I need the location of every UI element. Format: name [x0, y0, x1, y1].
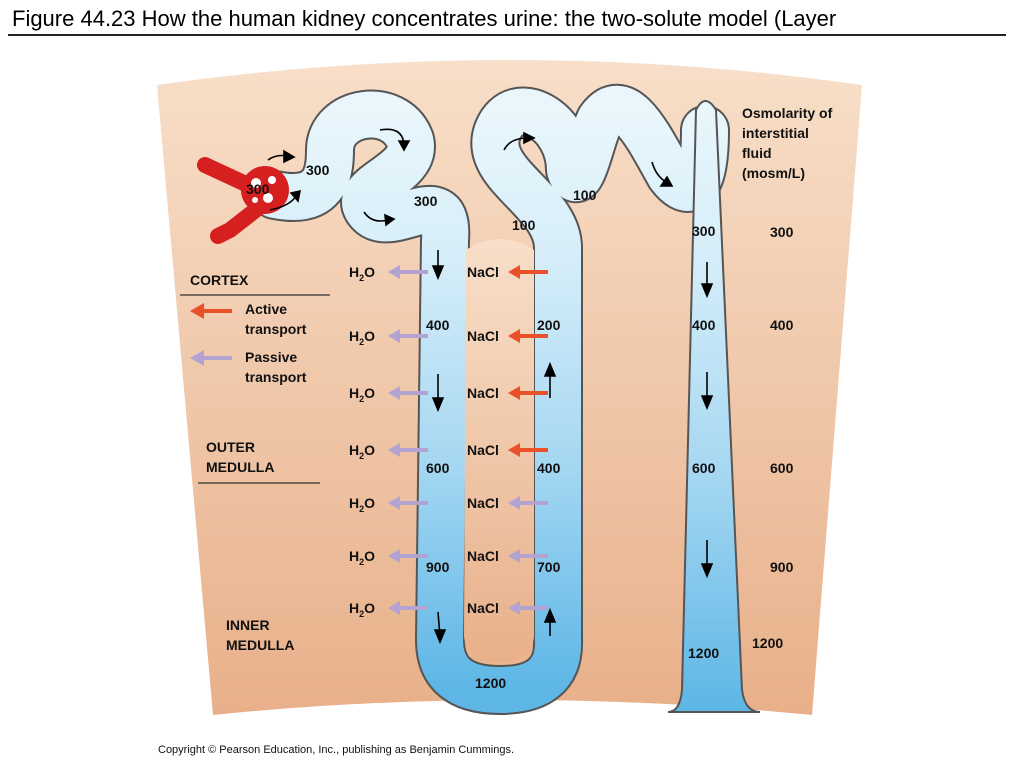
- nacl-label: NaCl: [467, 600, 499, 616]
- interstitial-600: 600: [770, 460, 794, 476]
- water-label: H2O: [349, 495, 375, 514]
- interstitial-400: 400: [770, 317, 794, 333]
- legend-passive-1: Passive: [245, 349, 297, 365]
- water-exit-rows: H2O H2O H2O H2O H2O H2O H2O: [349, 264, 428, 619]
- inner-medulla-label-1: INNER: [226, 617, 270, 633]
- collecting-duct: [667, 100, 761, 713]
- nacl-label: NaCl: [467, 548, 499, 564]
- figure-title: Figure 44.23 How the human kidney concen…: [12, 6, 837, 31]
- passive-arrowhead-icon: [388, 443, 400, 457]
- water-label: H2O: [349, 548, 375, 567]
- cortex-label: CORTEX: [190, 272, 249, 288]
- ascending-200-value: 200: [537, 317, 561, 333]
- nacl-label: NaCl: [467, 328, 499, 344]
- active-arrowhead-icon: [508, 265, 520, 279]
- copyright-notice: Copyright © Pearson Education, Inc., pub…: [158, 744, 515, 756]
- duct-600-value: 600: [692, 460, 716, 476]
- water-label: H2O: [349, 600, 375, 619]
- passive-arrowhead-icon: [508, 549, 520, 563]
- water-label: H2O: [349, 328, 375, 347]
- nephron-tubule: [250, 84, 730, 715]
- duct-300-value: 300: [692, 223, 716, 239]
- active-arrow-icon: [190, 303, 204, 319]
- flow-arrows: [267, 128, 714, 645]
- proximal-value: 300: [306, 162, 330, 178]
- passive-arrowhead-icon: [508, 496, 520, 510]
- loop-start-value: 300: [414, 193, 438, 209]
- descending-600-value: 600: [426, 460, 450, 476]
- header-line-2: interstitial: [742, 125, 809, 141]
- ascending-100-value: 100: [512, 217, 536, 233]
- active-arrowhead-icon: [508, 443, 520, 457]
- glomerulus-value: 300: [246, 181, 270, 197]
- interstitial-300: 300: [770, 224, 794, 240]
- active-arrowhead-icon: [508, 386, 520, 400]
- nacl-label: NaCl: [467, 495, 499, 511]
- outer-medulla-label-1: OUTER: [206, 439, 255, 455]
- passive-arrow-icon: [190, 350, 204, 366]
- glomerulus: [197, 157, 289, 244]
- nacl-label: NaCl: [467, 385, 499, 401]
- descending-400-value: 400: [426, 317, 450, 333]
- interstitial-1200: 1200: [752, 635, 783, 651]
- title-underline: [8, 34, 1006, 36]
- water-label: H2O: [349, 264, 375, 283]
- descending-900-value: 900: [426, 559, 450, 575]
- legend: Active transport Passive transport: [190, 301, 307, 385]
- interstitial-osmolarity: Osmolarity of interstitial fluid (mosm/L…: [742, 105, 833, 651]
- active-arrowhead-icon: [508, 329, 520, 343]
- legend-active-1: Active: [245, 301, 287, 317]
- passive-arrowhead-icon: [388, 549, 400, 563]
- interstitial-900: 900: [770, 559, 794, 575]
- passive-arrowhead-icon: [388, 386, 400, 400]
- header-line-3: fluid: [742, 145, 772, 161]
- ascending-400-value: 400: [537, 460, 561, 476]
- legend-active-2: transport: [245, 321, 307, 337]
- loop-bottom-value: 1200: [475, 675, 506, 691]
- distal-100-value: 100: [573, 187, 597, 203]
- water-label: H2O: [349, 385, 375, 404]
- header-line-4: (mosm/L): [742, 165, 805, 181]
- duct-1200-value: 1200: [688, 645, 719, 661]
- passive-arrowhead-icon: [388, 265, 400, 279]
- passive-arrowhead-icon: [388, 496, 400, 510]
- passive-arrowhead-icon: [508, 601, 520, 615]
- nacl-label: NaCl: [467, 264, 499, 280]
- header-line-1: Osmolarity of: [742, 105, 833, 121]
- nacl-label: NaCl: [467, 442, 499, 458]
- legend-passive-2: transport: [245, 369, 307, 385]
- passive-arrowhead-icon: [388, 329, 400, 343]
- duct-400-value: 400: [692, 317, 716, 333]
- inner-medulla-label-2: MEDULLA: [226, 637, 294, 653]
- tubule-osmolarity-labels: 300 300 300 400 600 900 1200 700 400 200…: [246, 162, 719, 691]
- water-label: H2O: [349, 442, 375, 461]
- passive-arrowhead-icon: [388, 601, 400, 615]
- ascending-700-value: 700: [537, 559, 561, 575]
- outer-medulla-label-2: MEDULLA: [206, 459, 274, 475]
- zone-labels: CORTEX OUTER MEDULLA INNER MEDULLA: [180, 272, 330, 653]
